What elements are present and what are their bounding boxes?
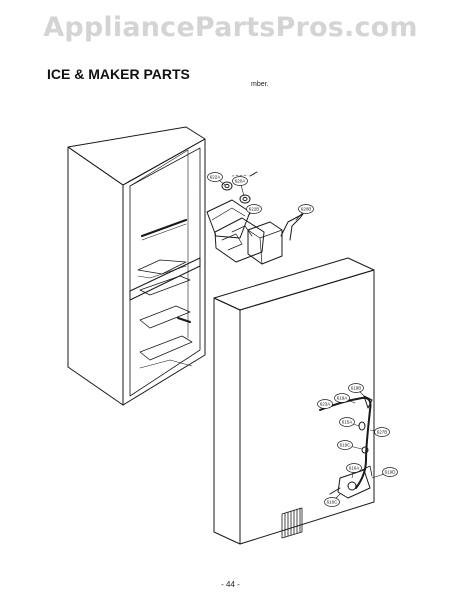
water-valve [337, 469, 371, 499]
ice-maker-assembly [206, 171, 304, 265]
callout-label: 620A [235, 179, 246, 184]
tube-grommet [361, 446, 369, 454]
grommet-upper [221, 181, 233, 191]
callout-label: 616C [327, 500, 339, 505]
ice-maker-control-box [247, 221, 283, 265]
rear-cabinet-side [213, 297, 241, 545]
callout-balloon [317, 399, 333, 409]
upper-shelf-edge [141, 223, 187, 241]
ice-tray-body [214, 217, 265, 263]
watermark: AppliancePartsPros.com [43, 12, 418, 43]
callout-balloon [337, 440, 353, 450]
callout-619a: 619A [334, 393, 356, 404]
callout-balloon [346, 463, 362, 473]
callout-label: 619B [351, 386, 362, 391]
callout-label: 623A [320, 402, 331, 407]
callout-label: 616A [349, 466, 360, 471]
callout-616a: 616A [346, 463, 362, 479]
callout-622a: 622A [207, 172, 226, 186]
callout-620a: 620A [232, 176, 248, 197]
callout-label: 627B [377, 430, 388, 435]
front-cabinet-inner-back [129, 149, 189, 339]
callout-balloon [298, 204, 314, 214]
upper-shelf [137, 259, 187, 275]
feeler-arm [280, 213, 304, 241]
callout-622b: 622B [246, 204, 262, 217]
freezer-rail [177, 317, 191, 323]
callout-balloon [324, 497, 340, 507]
callout-label: 619D [385, 470, 397, 475]
front-cabinet [67, 126, 206, 406]
callout-label: 620B [301, 207, 312, 212]
callout-627b: 627B [369, 427, 390, 437]
leader-line [231, 174, 249, 177]
callout-balloon [246, 204, 262, 214]
callout-label: 622A [210, 175, 221, 180]
callout-label: 615A [342, 420, 353, 425]
callout-balloon [232, 176, 248, 186]
callout-balloon [382, 467, 398, 477]
note-text: mber. [251, 81, 269, 88]
callout-615a: 615A [339, 417, 360, 427]
bracket-edge [211, 207, 246, 221]
callout-balloon [348, 383, 364, 393]
callout-label: 619C [340, 443, 352, 448]
rear-cabinet-top [213, 257, 375, 311]
callout-619c: 619C [337, 440, 363, 450]
front-cabinet-opening [129, 147, 201, 397]
tube-clamp [363, 395, 373, 409]
callout-619d: 619D [371, 467, 398, 479]
control-box-corner [259, 237, 263, 265]
compartment-divider [129, 257, 201, 301]
control-box-top-edge [247, 229, 283, 239]
grommet-lower-hole [242, 196, 248, 202]
upper-shelf-lip [137, 265, 187, 279]
valve-bracket [361, 465, 373, 477]
callout-label: 619A [337, 396, 348, 401]
callout-623a: 623A [317, 399, 333, 409]
crisper-cover [139, 275, 191, 296]
freezer-shelf [139, 305, 191, 329]
freezer-floor [139, 359, 193, 369]
callout-balloon [334, 393, 350, 403]
front-cabinet-front-frame [122, 138, 206, 406]
callout-balloon [374, 427, 390, 437]
callout-balloon [207, 172, 223, 182]
callout-balloon [339, 417, 355, 427]
callout-619b: 619B [348, 383, 366, 398]
rear-cabinet-back [239, 269, 375, 545]
valve-inlet [329, 487, 341, 495]
ice-tray-ejector [231, 225, 253, 237]
compressor-grille [281, 507, 303, 539]
water-valve-port [347, 481, 357, 491]
front-cabinet-left-side [67, 146, 124, 406]
freezer-basket [139, 335, 193, 361]
page-number: - 44 - [221, 580, 240, 589]
grommet-lower [239, 194, 251, 204]
ice-tray-mould [221, 233, 243, 251]
grommet-upper-hole [224, 183, 230, 189]
rear-cabinet [213, 257, 375, 545]
callout-620b: 620B [295, 204, 314, 221]
upper-shelf-rail [140, 218, 188, 238]
callout-label: 622B [249, 207, 260, 212]
section-title: ICE & MAKER PARTS [47, 66, 190, 82]
tube-connector [358, 421, 366, 431]
callout-616c: 616C [324, 493, 341, 507]
screw [249, 171, 258, 177]
